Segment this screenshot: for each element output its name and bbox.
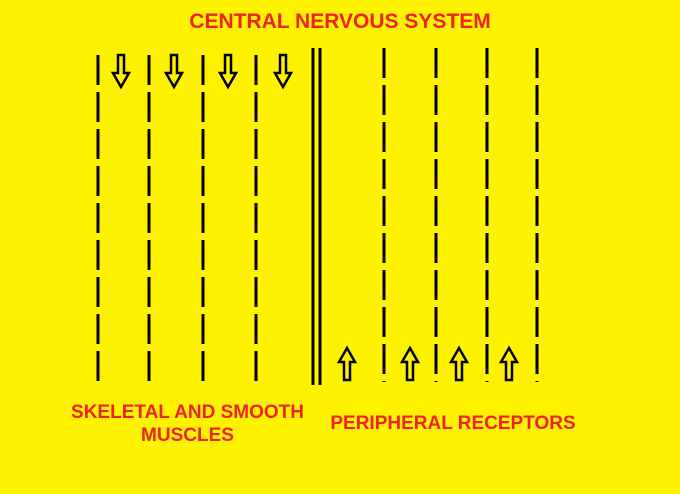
- up-arrow-icon: [399, 345, 421, 382]
- up-arrow-icon: [498, 345, 520, 382]
- down-arrow-icon: [217, 53, 239, 90]
- down-arrow-icon: [163, 53, 185, 90]
- afferent-source-label: PERIPHERAL RECEPTORS: [330, 413, 576, 434]
- diagram-title: CENTRAL NERVOUS SYSTEM: [189, 10, 491, 33]
- up-arrow-icon: [336, 345, 358, 382]
- up-arrow-icon: [448, 345, 470, 382]
- efferent-target-label: SKELETAL AND SMOOTH MUSCLES: [71, 402, 304, 446]
- down-arrow-icon: [110, 53, 132, 90]
- down-arrow-icon: [272, 53, 294, 90]
